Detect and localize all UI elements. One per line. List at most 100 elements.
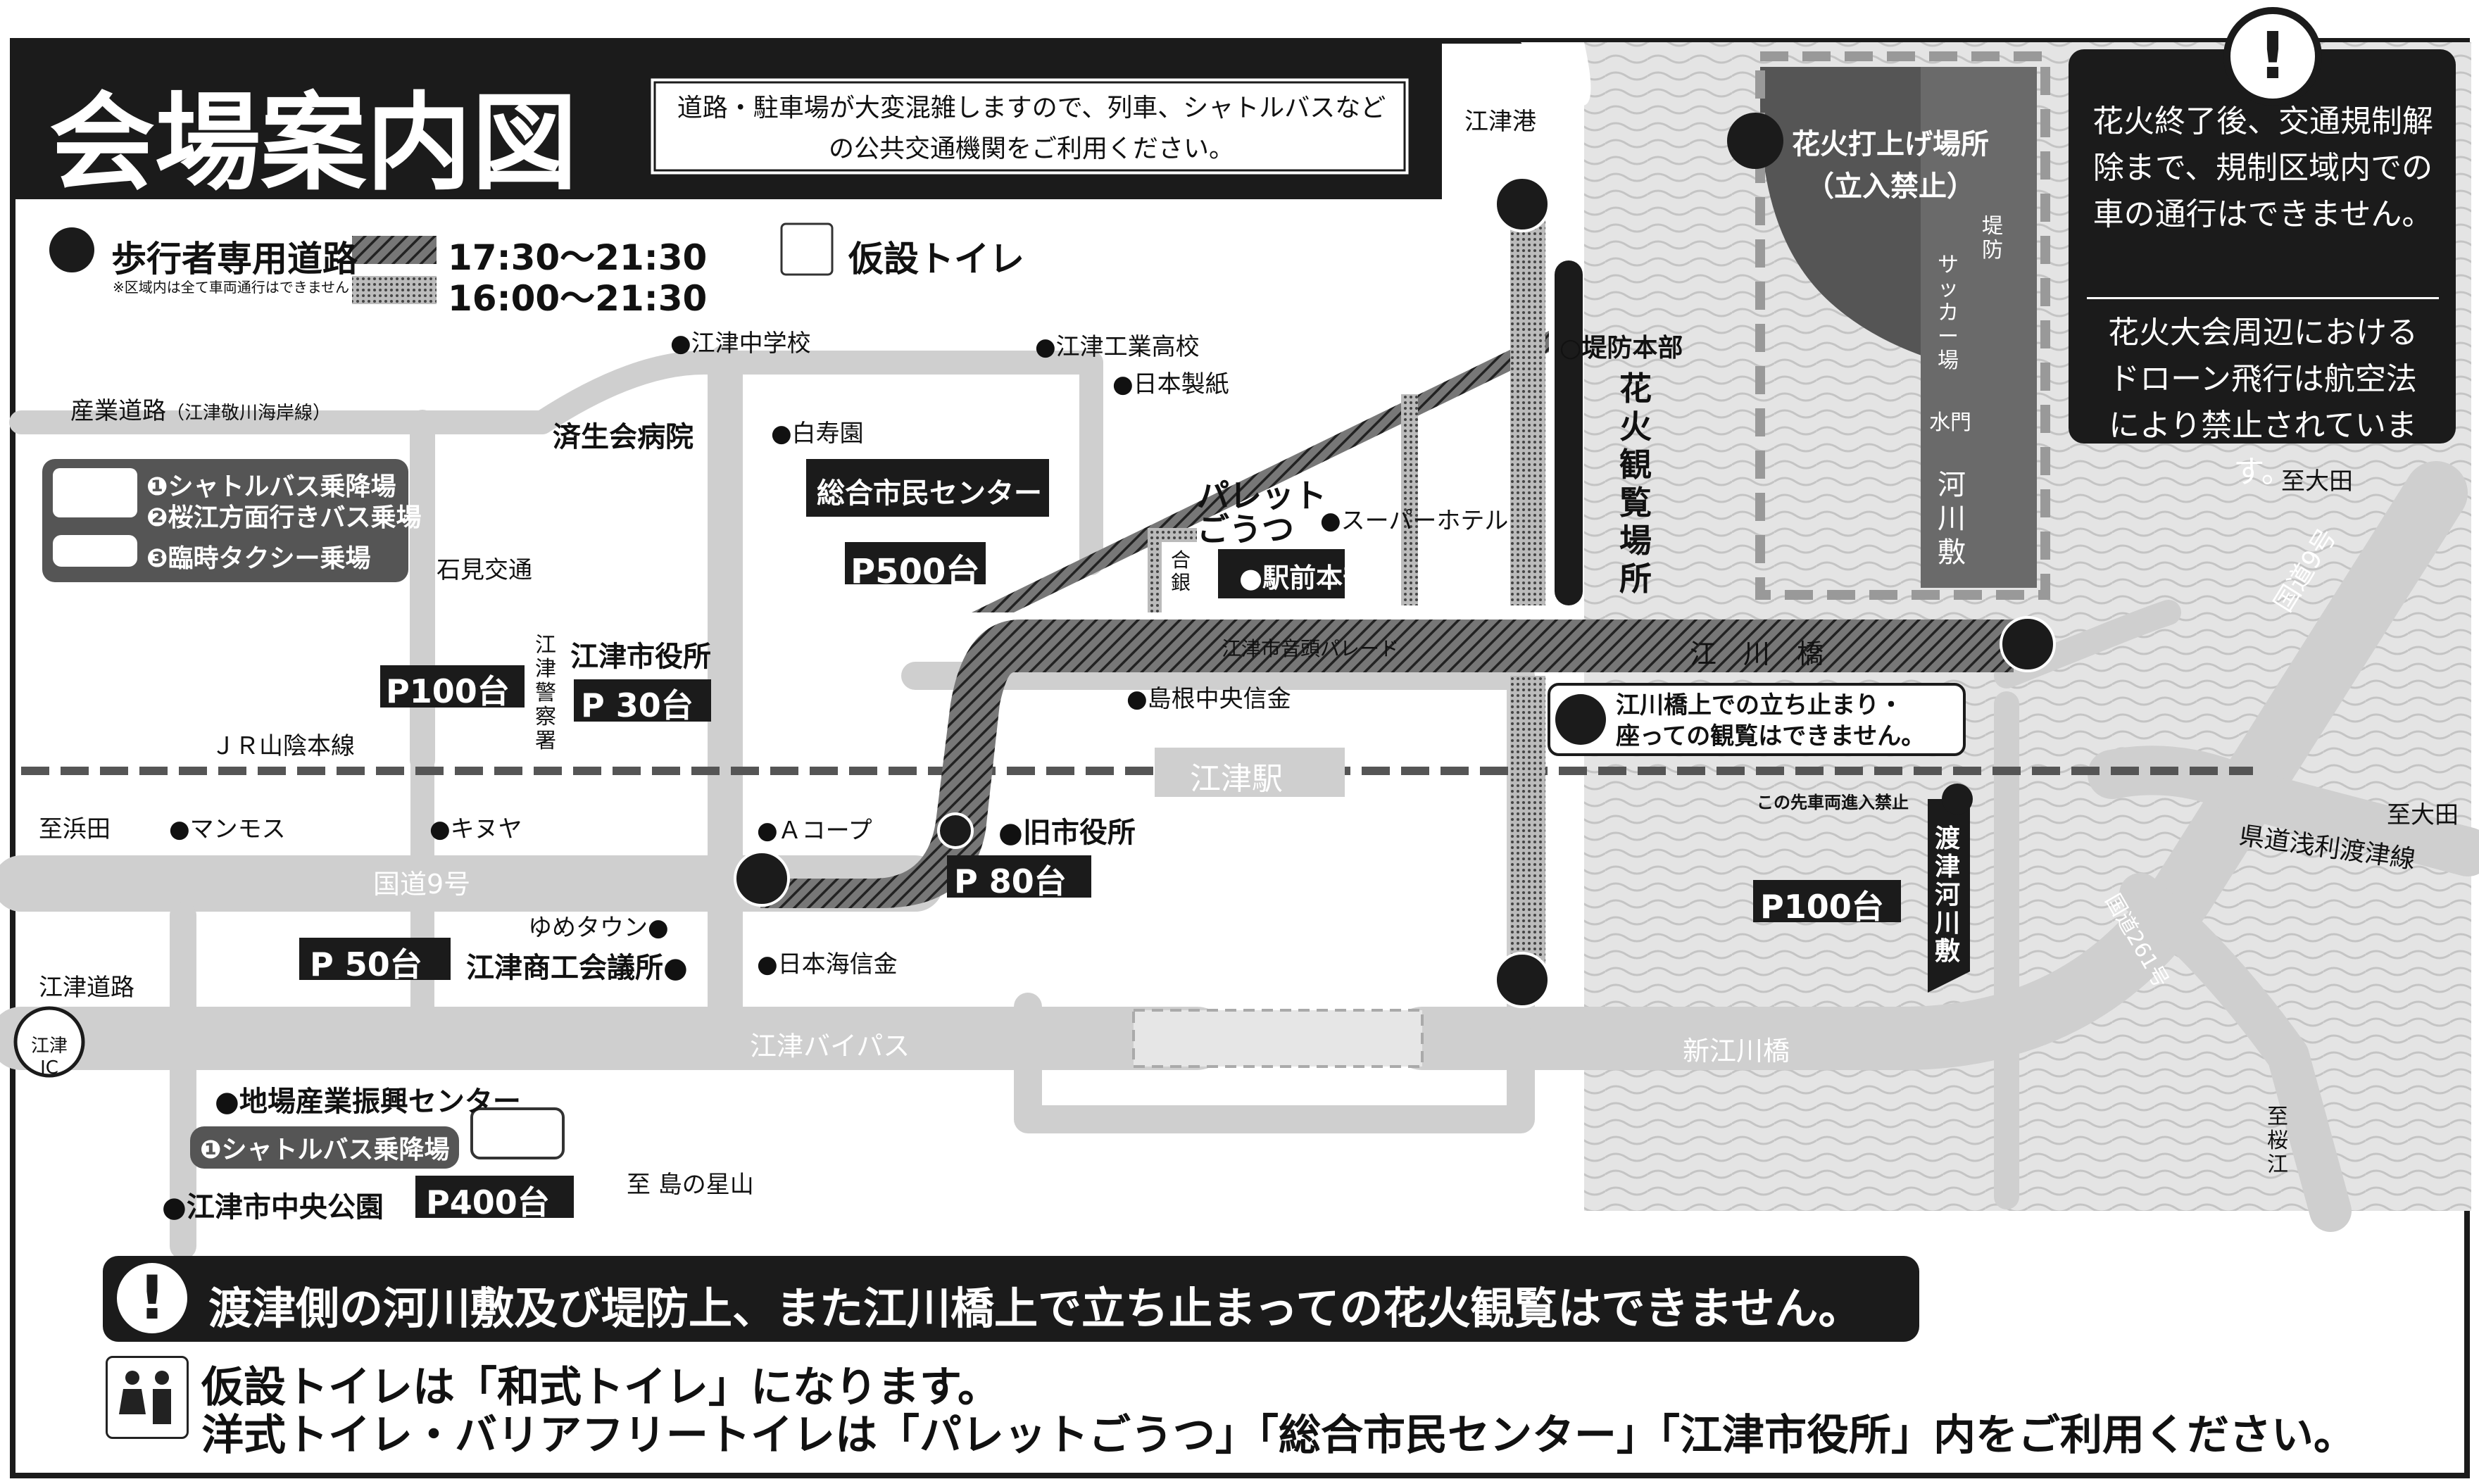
right-info-p1: 花火終了後、交通規制解 除まで、規制区域内での 車の通行はできません。 — [2087, 99, 2439, 238]
header-note-line2: の公共交通機関をご利用ください。 — [828, 134, 1234, 163]
bridge-warning-line2: 座っての観覧はできません。 — [1616, 722, 1926, 750]
bottom-warning-banner: ! 渡津側の河川敷及び堤防上、また江川橋上で立ち止まっての花火観覧はできません。 — [103, 1256, 1919, 1342]
shuttle-stop-label: ❶シャトルバス乗降場 — [146, 472, 396, 501]
right-info-p2-line1: 花火大会周辺における — [2108, 315, 2418, 351]
label-city-hall: 江津市役所 — [570, 641, 711, 673]
label-dike: 堤防 — [1982, 214, 2003, 263]
label-kinuya: ●キヌヤ — [429, 815, 522, 843]
legend-pedestrian-note: ※区域内は全て車両通行はできません — [113, 279, 350, 296]
label-gokawa-bridge: 江 川 橋 — [1690, 639, 1824, 669]
bridge-warning: 江川橋上での立ち止まり・ 座っての観覧はできません。 — [1616, 690, 1925, 752]
right-info-divider — [2087, 297, 2439, 299]
taxi-stop-label: ❸臨時タクシー乗場 — [146, 544, 371, 573]
label-viewing-area: 花火観覧場所 — [1619, 370, 1652, 598]
label-to-oda-2: 至大田 — [2387, 801, 2459, 829]
launch-site-line2: （立入禁止） — [1806, 170, 1975, 203]
label-super-hotel: ●スーパーホテル — [1320, 507, 1509, 535]
industrial-road-name: 産業道路 — [70, 397, 166, 425]
legend-pedestrian-label: 歩行者専用道路 — [111, 239, 358, 279]
label-station-hq: ●駅前本部 — [1239, 562, 1370, 593]
label-bypass: 江津バイパス — [750, 1031, 910, 1062]
label-to-oda-1: 至大田 — [2281, 467, 2353, 496]
label-station: 江津駅 — [1190, 761, 1283, 797]
toilet-note-1: 仮設トイレは「和式トイレ」になります。 — [201, 1363, 1000, 1412]
label-to-shimanohoshiyama: 至 島の星山 — [627, 1171, 754, 1199]
label-saiseikai: 済生会病院 — [553, 421, 694, 453]
legend-toilet-icon — [780, 222, 834, 276]
label-gotsu-port: 江津港 — [1464, 108, 1536, 136]
label-local-industry: ●地場産業振興センター — [215, 1086, 521, 1118]
label-parade: 江津市音頭パレード — [1222, 637, 1400, 660]
watatsu-riverbed-strip — [1928, 799, 1970, 993]
pedestrian-routes — [760, 211, 2014, 979]
label-nippon-paper: ●日本製紙 — [1112, 370, 1229, 398]
city-hall-parking-text: P 30台 — [581, 686, 694, 724]
industrial-road-sub: （江津敬川海岸線） — [166, 403, 332, 424]
toilet-icon — [106, 1356, 189, 1439]
soccer-field-strip — [1921, 67, 2037, 588]
viewing-area-strip — [1555, 260, 1583, 605]
launch-site-label: 花火打上げ場所 （立入禁止） — [1792, 123, 1989, 208]
label-no-entry: この先車両進入禁止 — [1757, 793, 1909, 812]
label-goudou-bank: 合銀 — [1171, 548, 1191, 594]
legend-time-2: 16:00〜21:30 — [448, 278, 708, 319]
exclamation-icon: ! — [2223, 7, 2322, 106]
label-gotsu-jhs: ●江津中学校 — [670, 329, 811, 358]
label-gotsu-ic: 江津IC — [30, 1036, 68, 1079]
civic-center-label — [806, 459, 1049, 517]
label-riverbed: 河川敷 — [1938, 469, 1966, 569]
label-route9: 国道9号 — [373, 869, 471, 900]
right-info-p2: 花火大会周辺における ドローン飛行は航空法 により禁止されています。 — [2087, 310, 2439, 496]
page-title: 会場案内図 — [49, 82, 578, 205]
label-youme: ゆめタウン● — [528, 914, 669, 942]
label-central-park: ●江津市中央公園 — [162, 1191, 384, 1224]
label-police: 江津警察署 — [535, 633, 556, 753]
station-box — [1155, 748, 1345, 797]
right-info-p1-line2: 除まで、規制区域内での — [2092, 150, 2433, 186]
label-industrial-road: 産業道路（江津敬川海岸線） — [70, 391, 331, 426]
label-jr-line: ＪＲ山陰本線 — [211, 732, 355, 760]
right-info-p2-line3: により禁止されています。 — [2109, 408, 2417, 490]
legend-swatch-1600 — [352, 276, 437, 304]
label-palette: パレットごうつ — [1197, 477, 1326, 548]
civic-center-text: 総合市民センター — [817, 477, 1042, 510]
label-watatsu-riverbed: 渡津河川敷 — [1935, 824, 1961, 966]
header-note: 道路・駐車場が大変混雑しますので、列車、シャトルバスなど の公共交通機関をご利用… — [665, 88, 1398, 170]
label-gotsu-tech: ●江津工業高校 — [1035, 333, 1200, 361]
header-note-line1: 道路・駐車場が大変混雑しますので、列車、シャトルバスなど — [677, 94, 1386, 122]
label-japan-sea-bank: ●日本海信金 — [757, 950, 898, 979]
label-shimane-bank: ●島根中央信金 — [1126, 685, 1291, 713]
label-to-hamada: 至浜田 — [39, 815, 111, 843]
right-info-p1-line3: 車の通行はできません。 — [2092, 196, 2433, 232]
right-info-box: ! 花火終了後、交通規制解 除まで、規制区域内での 車の通行はできません。 花火… — [2069, 7, 2456, 490]
label-chamber: 江津商工会議所● — [466, 952, 688, 984]
label-hakujuen: ●白寿園 — [771, 420, 864, 448]
legend-swatch-1730 — [352, 236, 437, 264]
launch-site-line1: 花火打上げ場所 — [1792, 128, 1989, 161]
parking-100a-text: P100台 — [386, 672, 510, 710]
exclamation-icon: ! — [117, 1263, 187, 1333]
pedestrian-icons — [734, 176, 2056, 1008]
parking-400-text: P400台 — [426, 1183, 550, 1221]
bridge-warning-line1: 江川橋上での立ち止まり・ — [1616, 691, 1903, 719]
right-info-p2-line2: ドローン飛行は航空法 — [2109, 361, 2417, 397]
legend-pedestrian-icon — [49, 227, 94, 272]
legend-toilet-label: 仮設トイレ — [848, 239, 1024, 279]
label-gotsu-road: 江津道路 — [39, 974, 134, 1002]
label-iwami-kotsu: 石見交通 — [437, 556, 532, 584]
bottom-warning-text: 渡津側の河川敷及び堤防上、また江川橋上で立ち止まっての花火観覧はできません。 — [208, 1283, 1862, 1334]
label-a-coop: ●Ａコープ — [757, 817, 872, 845]
bus-stop-label: ❷桜江方面行きバス乗場 — [146, 503, 422, 532]
restricted-zone — [1755, 51, 2050, 600]
label-old-city-hall: ●旧市役所 — [998, 817, 1136, 849]
label-to-sakurae: 至桜江 — [2267, 1105, 2288, 1177]
parking-50-text: P 50台 — [310, 945, 422, 983]
parking-80-text: P 80台 — [954, 862, 1067, 900]
right-info-p1-line1: 花火終了後、交通規制解 — [2092, 103, 2433, 139]
legend-time-1: 17:30〜21:30 — [448, 237, 708, 278]
civic-parking-text: P500台 — [851, 552, 980, 591]
shuttle-stop2-label: ❶シャトルバス乗降場 — [190, 1126, 460, 1169]
toilet-note-2: 洋式トイレ・バリアフリートイレは「パレットごうつ」「総合市民センター」「江津市役… — [201, 1411, 2356, 1460]
label-shin-gokawa: 新江川橋 — [1683, 1036, 1790, 1067]
parking-100b-text: P100台 — [1760, 888, 1884, 926]
